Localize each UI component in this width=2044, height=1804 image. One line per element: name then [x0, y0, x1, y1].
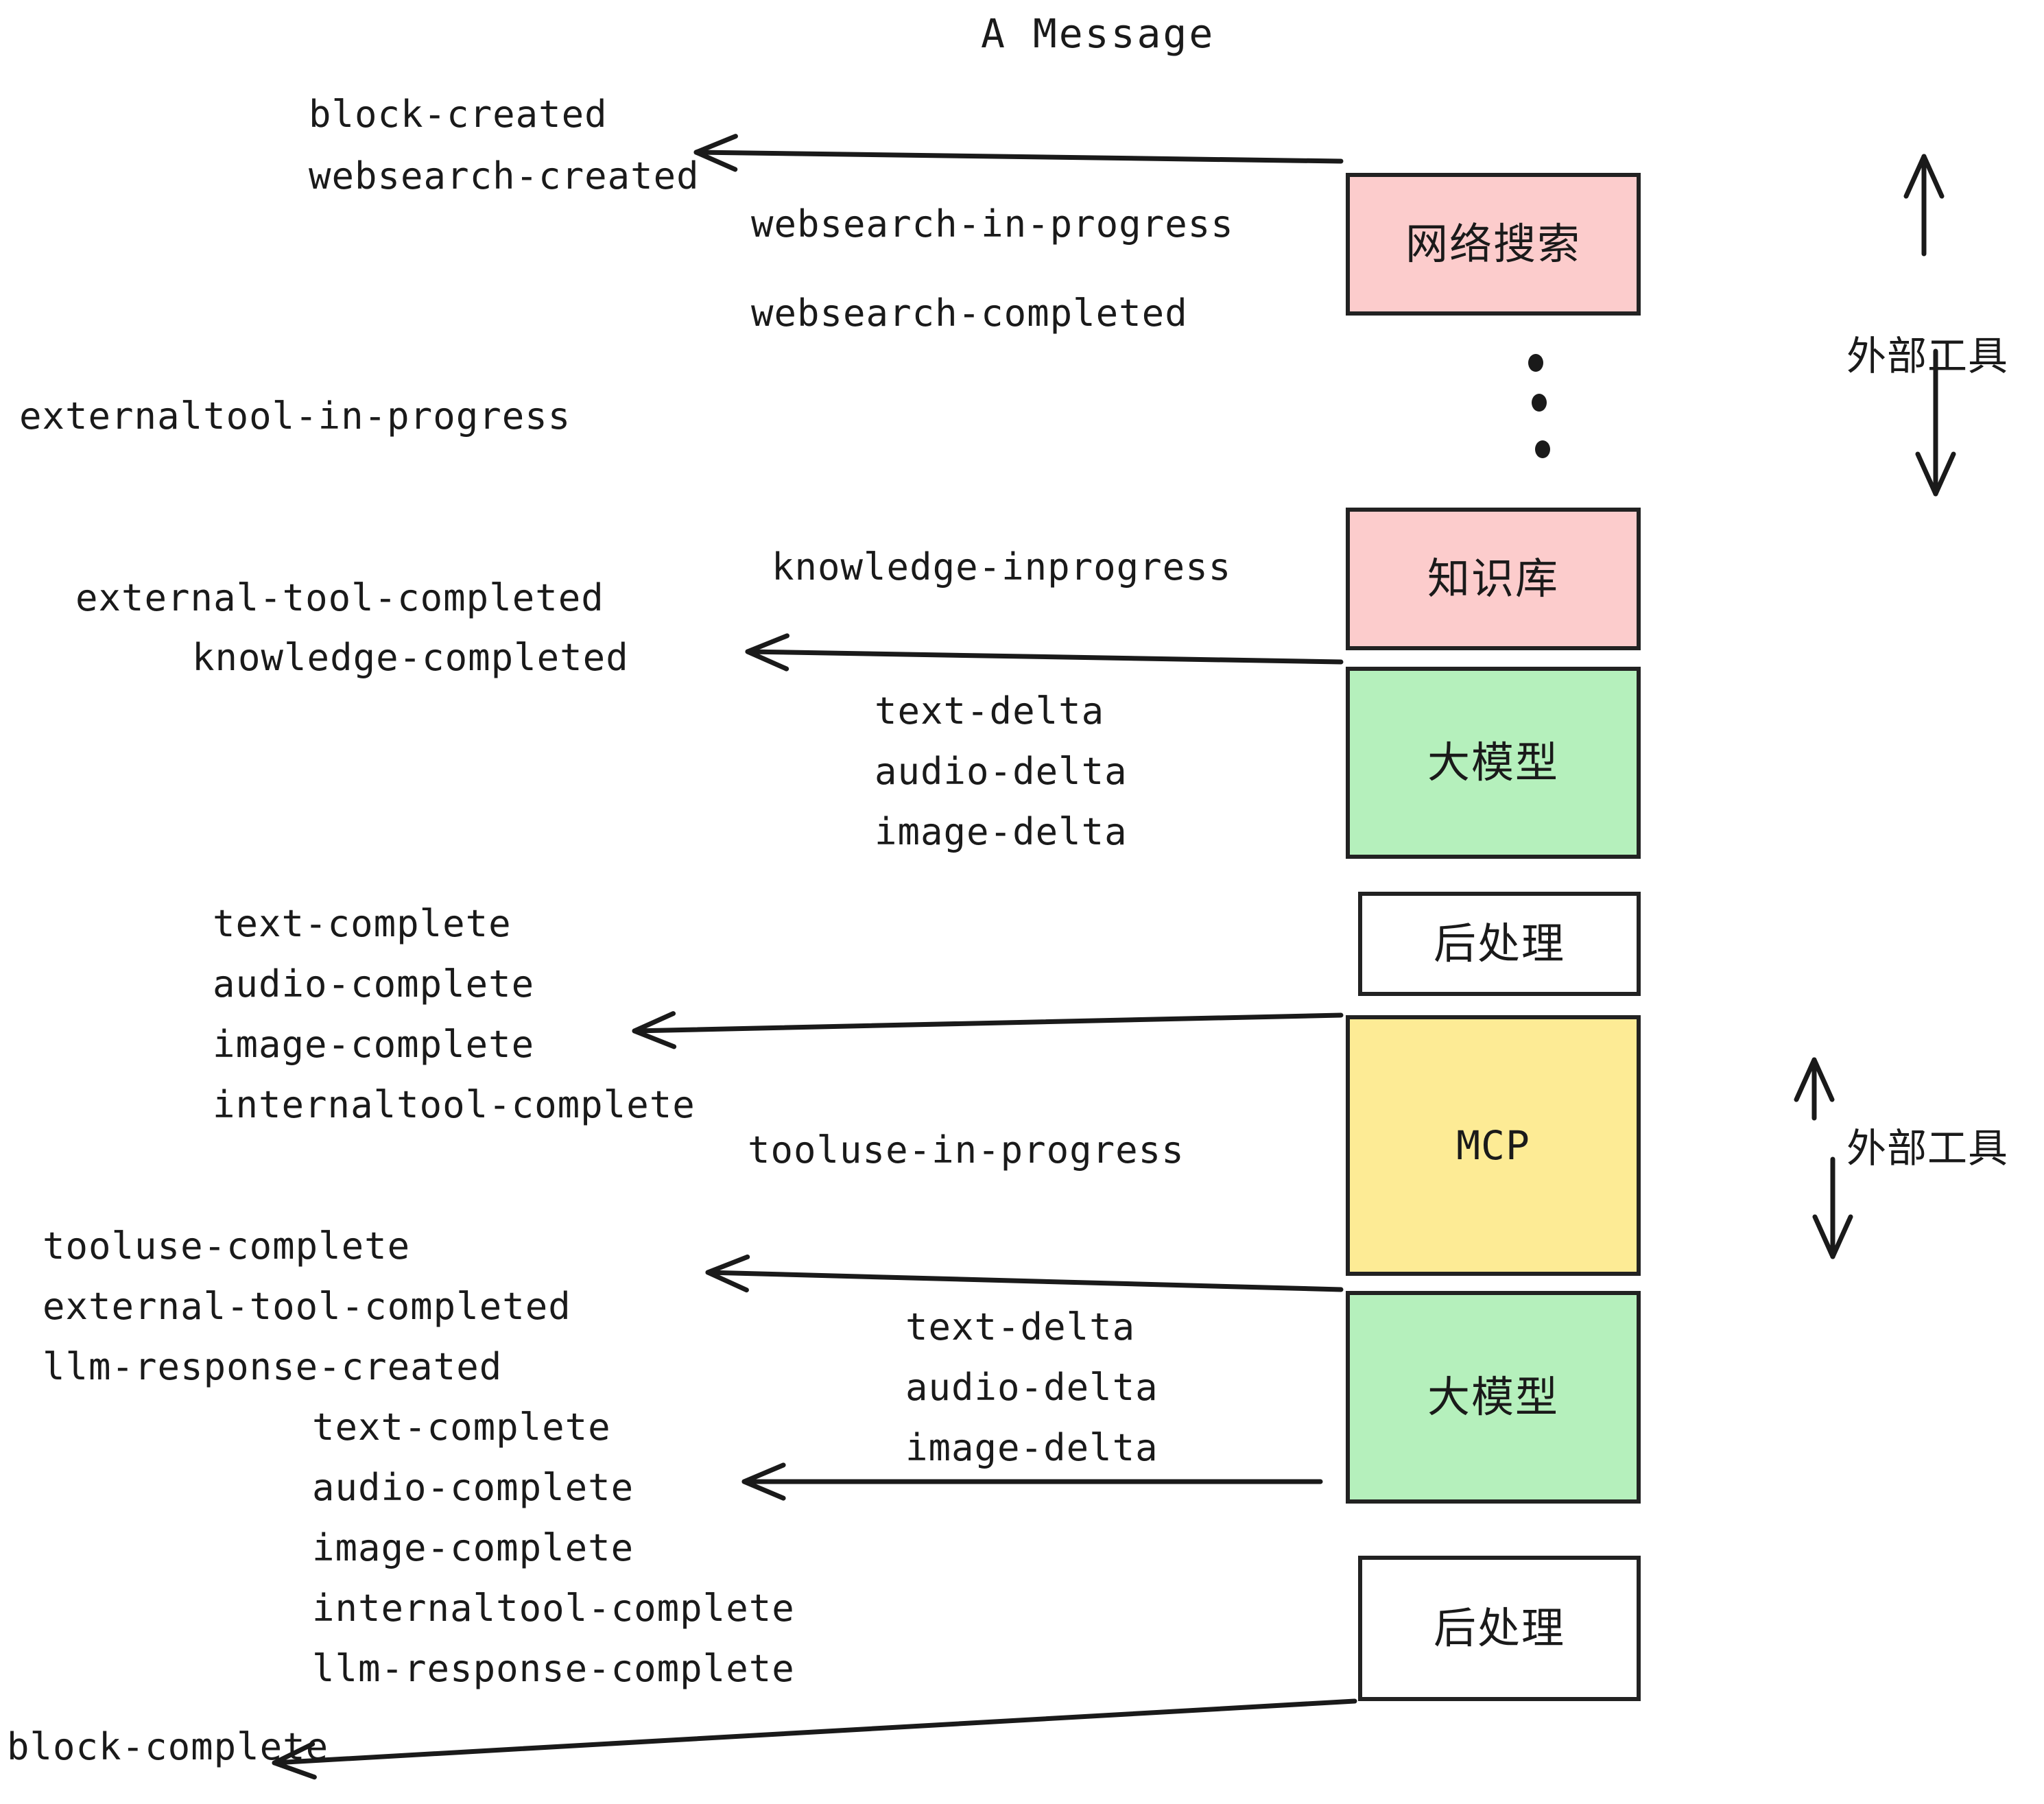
- event-label-websearch-completed: websearch-completed: [751, 292, 1188, 335]
- arrowhead: [745, 633, 790, 672]
- ellipsis-dot-1: [1528, 354, 1543, 372]
- ellipsis-dot-2: [1532, 394, 1547, 412]
- event-label-block-complete: block-complete: [7, 1725, 329, 1768]
- node-label-knowledge: 知识库: [1427, 554, 1559, 604]
- arrowhead: [1903, 154, 1945, 199]
- node-label-llm-2: 大模型: [1427, 1372, 1559, 1422]
- event-label-audio-delta-2: audio-delta: [905, 1366, 1158, 1409]
- node-label-postprocess-1: 后处理: [1433, 918, 1565, 969]
- arrowhead: [693, 134, 738, 172]
- page-title: A Message: [981, 10, 1215, 57]
- node-box-websearch: 网络搜索: [1346, 173, 1641, 316]
- event-label-text-delta-1: text-delta: [875, 689, 1105, 733]
- connector-postprocess2-to-block-complete: [272, 1698, 1357, 1780]
- node-label-llm-1: 大模型: [1427, 737, 1559, 787]
- node-box-llm-1: 大模型: [1346, 667, 1641, 859]
- connector-mcp-to-image-complete: [632, 1011, 1344, 1049]
- event-label-llm-response-created: llm-response-created: [43, 1345, 503, 1388]
- event-label-text-delta-2: text-delta: [905, 1305, 1136, 1349]
- side-arrow-external-tools-bottom-down: [1812, 1156, 1853, 1259]
- node-box-knowledge: 知识库: [1346, 508, 1641, 650]
- connector-llm2-to-tooluse-complete: [705, 1254, 1344, 1293]
- event-label-text-complete-1: text-complete: [213, 902, 512, 945]
- connector-llm1-to-knowledge-completed: [745, 633, 1344, 672]
- event-label-external-tool-completed-1: external-tool-completed: [75, 576, 604, 619]
- ellipsis-dot-3: [1535, 440, 1550, 458]
- node-label-websearch: 网络搜索: [1405, 219, 1581, 269]
- event-label-tooluse-in-progress: tooluse-in-progress: [748, 1128, 1185, 1172]
- arrowhead: [741, 1462, 786, 1501]
- event-label-tooluse-complete: tooluse-complete: [43, 1224, 411, 1268]
- event-label-text-complete-2: text-complete: [312, 1405, 611, 1449]
- event-label-internaltool-complete-1: internaltool-complete: [213, 1083, 696, 1126]
- connector-llm2-to-audio-complete: [741, 1462, 1323, 1501]
- node-label-mcp: MCP: [1456, 1122, 1530, 1169]
- event-label-websearch-created: websearch-created: [309, 154, 700, 198]
- event-label-audio-complete-2: audio-complete: [312, 1466, 634, 1509]
- connector-websearch-to-block-created: [693, 134, 1344, 172]
- event-label-audio-delta-1: audio-delta: [875, 750, 1128, 793]
- event-label-image-complete-2: image-complete: [312, 1526, 634, 1569]
- arrowhead: [1812, 1214, 1853, 1259]
- event-label-image-delta-2: image-delta: [905, 1426, 1158, 1469]
- event-label-block-created: block-created: [309, 93, 608, 136]
- event-label-image-delta-1: image-delta: [875, 810, 1128, 853]
- side-label-external-tools-bottom: 外部工具: [1846, 1125, 2009, 1172]
- node-box-postprocess-2: 后处理: [1358, 1556, 1641, 1701]
- arrowhead: [632, 1011, 677, 1049]
- event-label-knowledge-inprogress: knowledge-inprogress: [772, 545, 1232, 589]
- event-label-knowledge-completed: knowledge-completed: [192, 636, 629, 679]
- event-label-externaltool-in-progress: externaltool-in-progress: [19, 394, 571, 438]
- node-box-llm-2: 大模型: [1346, 1291, 1641, 1504]
- side-label-external-tools-top: 外部工具: [1846, 333, 2009, 379]
- event-label-websearch-in-progress: websearch-in-progress: [751, 202, 1234, 246]
- arrowhead: [705, 1254, 750, 1293]
- arrowhead: [1915, 451, 1956, 497]
- side-arrow-external-tools-top-up: [1903, 154, 1945, 257]
- event-label-external-tool-completed-2: external-tool-completed: [43, 1285, 571, 1328]
- event-label-audio-complete-1: audio-complete: [213, 962, 535, 1006]
- node-box-mcp: MCP: [1346, 1015, 1641, 1276]
- event-label-image-complete-1: image-complete: [213, 1023, 535, 1066]
- node-box-postprocess-1: 后处理: [1358, 892, 1641, 996]
- node-label-postprocess-2: 后处理: [1433, 1603, 1565, 1653]
- event-label-internaltool-complete-2: internaltool-complete: [312, 1587, 795, 1630]
- arrowhead: [1794, 1057, 1835, 1102]
- event-label-llm-response-complete: llm-response-complete: [312, 1647, 795, 1690]
- side-arrow-external-tools-bottom-up: [1794, 1057, 1835, 1121]
